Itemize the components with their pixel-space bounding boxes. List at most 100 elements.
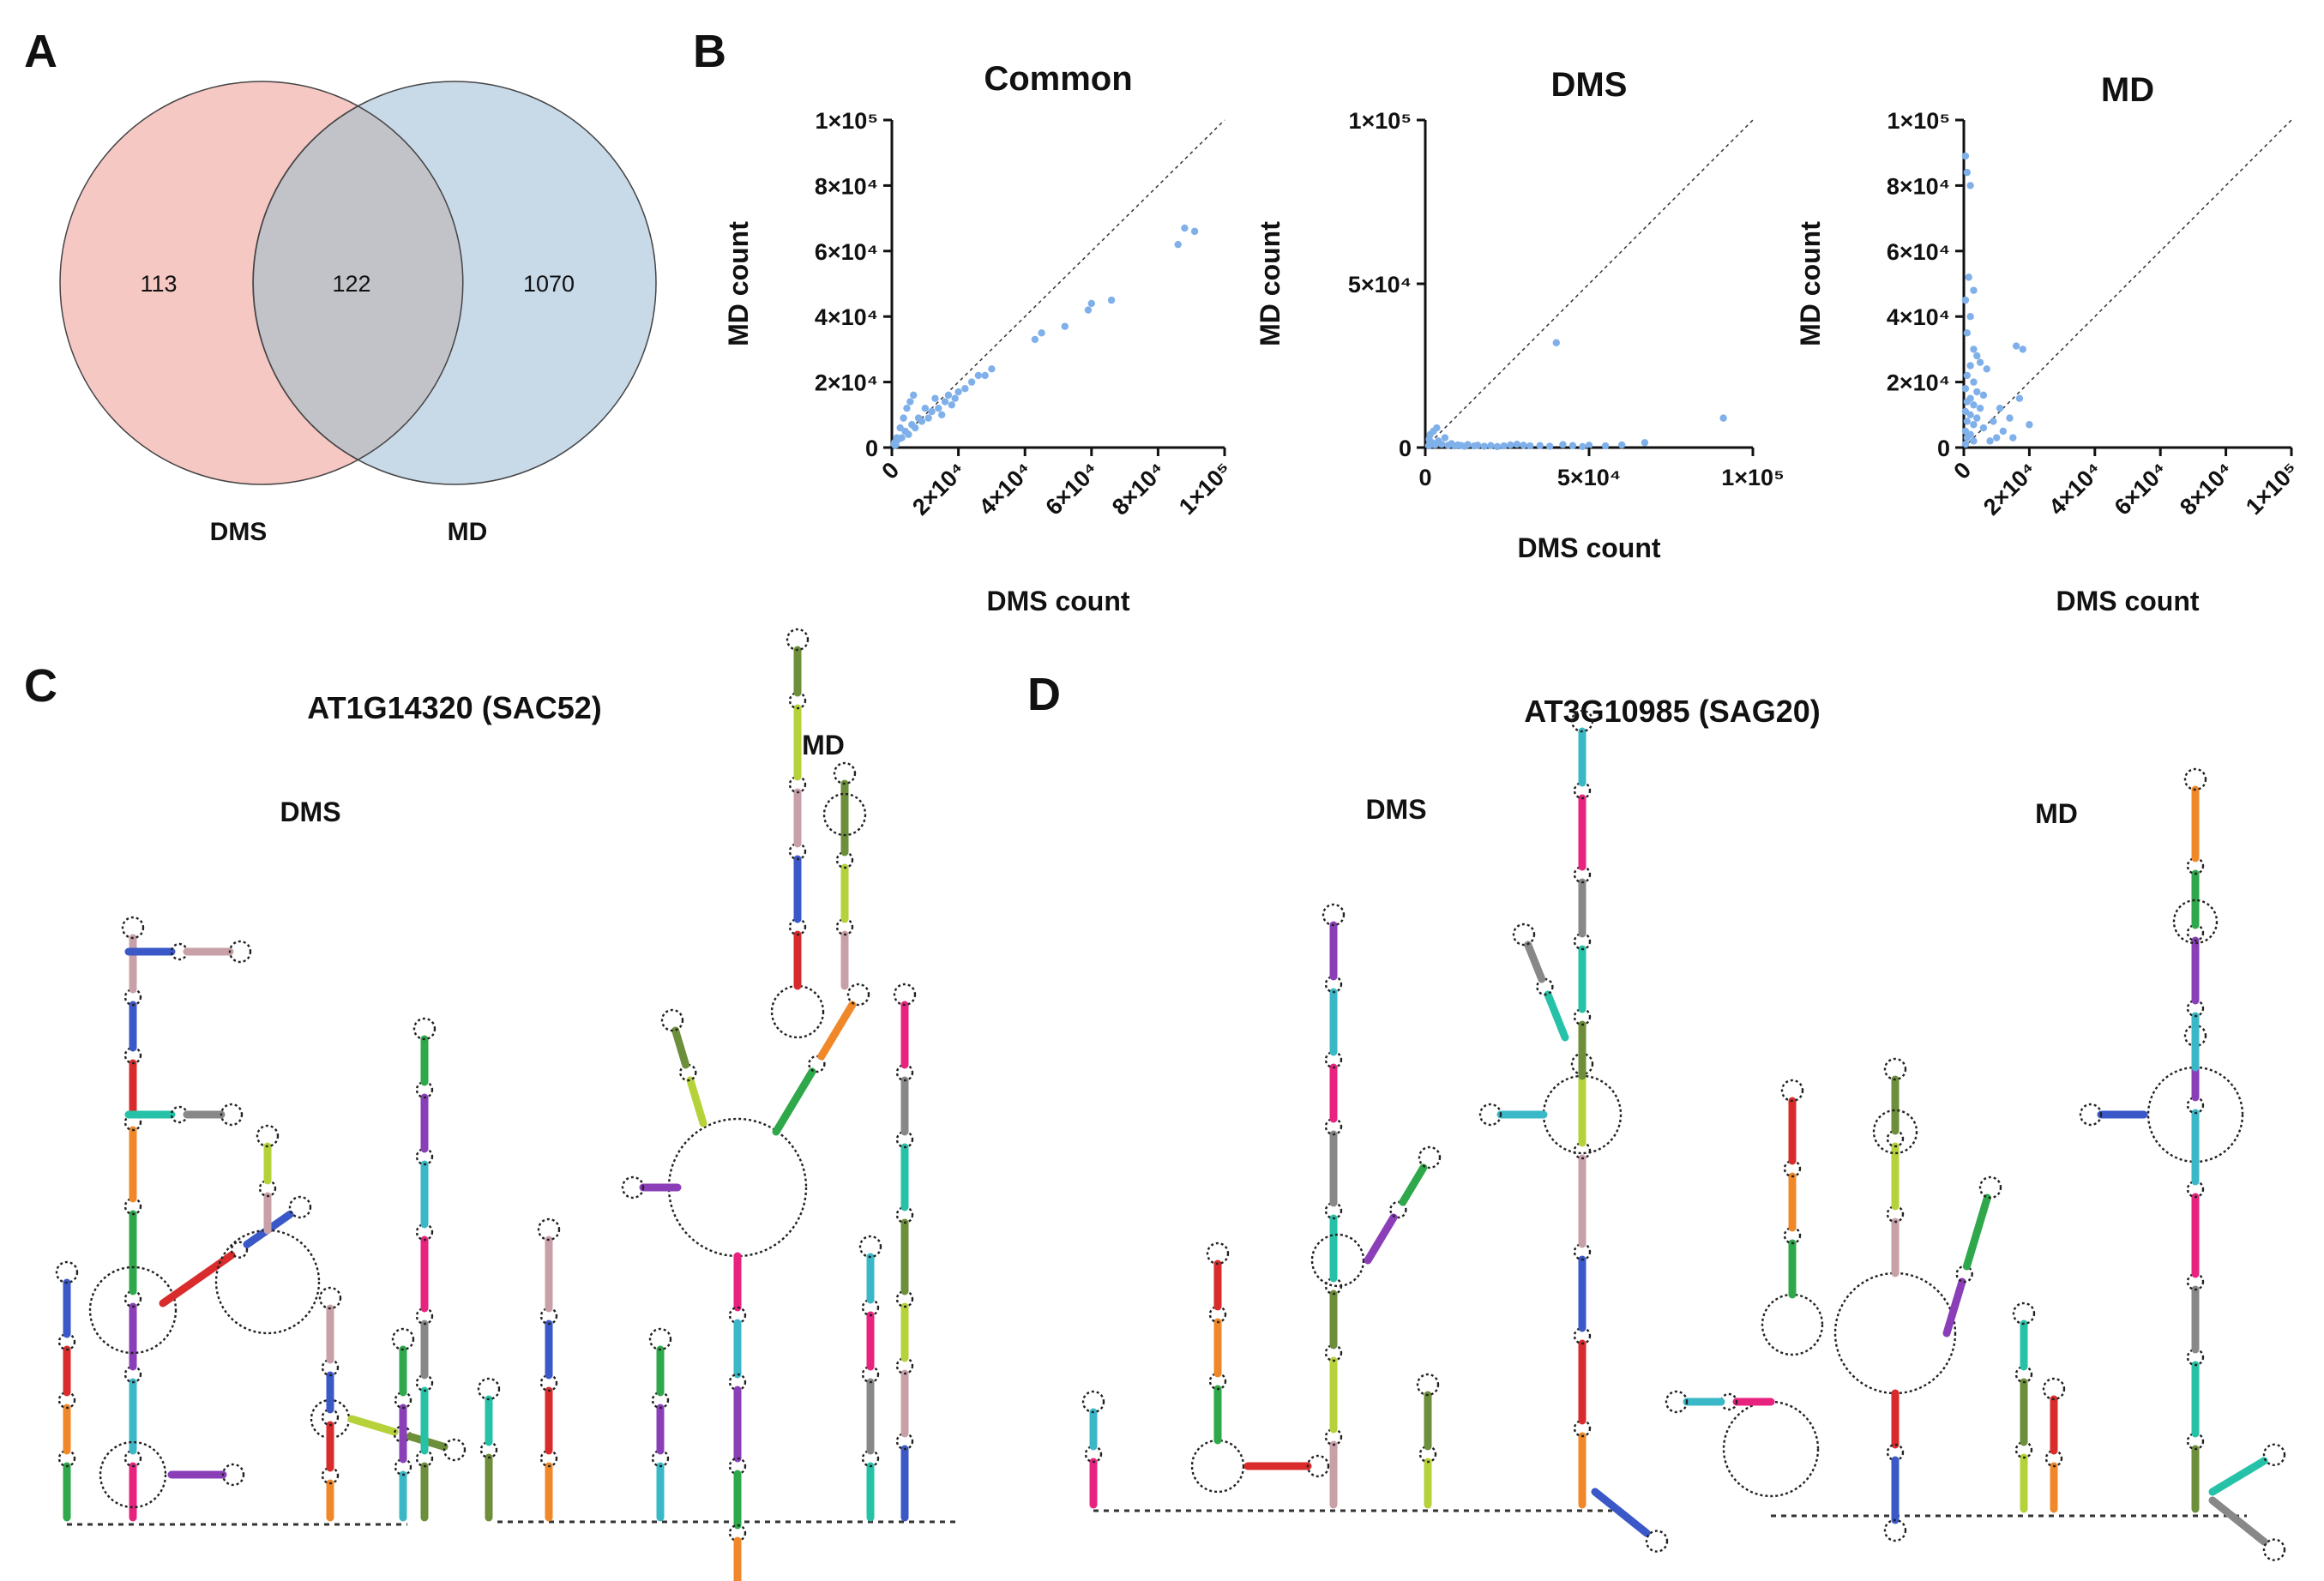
x-tick-label: 4×10⁴ xyxy=(974,457,1038,520)
loop xyxy=(220,1103,244,1127)
venn-left-count: 113 xyxy=(140,271,177,297)
data-point xyxy=(892,441,900,449)
venn-right-label: MD xyxy=(448,518,488,546)
data-point xyxy=(1999,427,2008,436)
data-point xyxy=(1500,442,1508,450)
data-point xyxy=(1979,424,1988,432)
data-point xyxy=(2019,346,2026,353)
data-point xyxy=(1487,442,1495,449)
x-tick-label: 4×10⁴ xyxy=(2044,457,2107,520)
data-point xyxy=(981,371,989,380)
data-point xyxy=(1601,442,1610,450)
loop xyxy=(822,792,867,837)
data-point xyxy=(898,434,906,442)
y-tick-label: 5×10⁴ xyxy=(1348,272,1412,298)
data-point xyxy=(1031,335,1039,344)
venn-left-label: DMS xyxy=(210,518,268,546)
loop xyxy=(412,1017,437,1041)
data-point xyxy=(2009,434,2017,442)
loop xyxy=(288,1195,312,1219)
loop xyxy=(1665,1390,1689,1414)
y-axis-label: MD count xyxy=(1795,221,1826,346)
data-point xyxy=(1966,182,1974,189)
rna-structure-d-md xyxy=(1665,767,2286,1561)
data-point xyxy=(1579,442,1586,451)
loop xyxy=(1206,1241,1230,1265)
loop xyxy=(537,1217,561,1241)
loop xyxy=(1883,1518,1907,1542)
helix-stem xyxy=(2208,1457,2268,1496)
venn-right-count: 1070 xyxy=(523,271,575,297)
data-point xyxy=(1970,346,1978,353)
helix-stem xyxy=(159,1251,236,1307)
loop xyxy=(2172,899,2219,945)
data-point xyxy=(951,394,959,402)
diagonal-line xyxy=(1963,119,2292,448)
data-point xyxy=(1174,240,1182,249)
data-point xyxy=(896,424,904,432)
rna-structure-c-dms xyxy=(55,916,467,1526)
data-point xyxy=(1963,371,1972,380)
data-point xyxy=(2006,414,2014,422)
data-point xyxy=(2015,394,2024,402)
loop xyxy=(1512,923,1536,947)
y-tick-label: 2×10⁴ xyxy=(1887,370,1950,396)
x-tick-label: 0 xyxy=(1418,465,1431,490)
y-tick-label: 0 xyxy=(1399,436,1412,461)
diagonal-line xyxy=(891,119,1225,448)
y-axis-label: MD count xyxy=(723,221,754,346)
helix-stem xyxy=(1524,941,1546,983)
loop xyxy=(1418,1145,1442,1169)
chart-title: DMS xyxy=(1551,66,1628,104)
loop xyxy=(88,1265,178,1355)
loop xyxy=(2262,1538,2286,1561)
data-point xyxy=(961,385,969,393)
data-point xyxy=(1970,286,1978,294)
panel-letter-d: D xyxy=(1027,669,1061,720)
venn-overlap-count: 122 xyxy=(332,271,370,297)
data-point xyxy=(935,404,942,412)
data-point xyxy=(1970,378,1978,386)
y-tick-label: 6×10⁴ xyxy=(1887,239,1950,265)
data-point xyxy=(1961,296,1970,304)
data-point xyxy=(910,391,918,400)
loop xyxy=(1761,1293,1824,1356)
y-tick-label: 1×10⁵ xyxy=(816,108,879,134)
data-point xyxy=(1061,322,1069,330)
data-point xyxy=(1973,388,1981,396)
data-point xyxy=(906,398,914,406)
loop xyxy=(318,1286,342,1310)
y-tick-label: 8×10⁴ xyxy=(815,173,878,199)
data-point xyxy=(1986,437,1994,445)
data-point xyxy=(938,411,946,418)
x-tick-label: 6×10⁴ xyxy=(1040,457,1104,520)
data-point xyxy=(1961,440,1970,448)
helix-stem xyxy=(2208,1496,2268,1546)
loop xyxy=(1872,1109,1918,1155)
data-point xyxy=(1425,436,1433,443)
structure-d-title: AT3G10985 (SAG20) xyxy=(1524,694,1820,729)
loop xyxy=(1322,903,1346,927)
loop xyxy=(228,940,252,964)
data-point xyxy=(1970,421,1978,429)
loop xyxy=(2079,1103,2103,1127)
loop xyxy=(2183,767,2207,791)
helix-stem xyxy=(671,1026,690,1069)
loop xyxy=(1719,1392,1738,1411)
helix-stem xyxy=(1399,1163,1428,1206)
loop xyxy=(660,1008,684,1032)
data-point xyxy=(1996,404,2004,412)
loop xyxy=(391,1327,415,1351)
data-point xyxy=(1441,434,1449,442)
data-point xyxy=(1973,414,1981,422)
x-axis-label: DMS count xyxy=(986,586,1129,616)
data-point xyxy=(1963,329,1972,337)
x-tick-label: 5×10⁴ xyxy=(1557,465,1621,490)
loop xyxy=(1190,1439,1245,1494)
data-point xyxy=(928,407,936,416)
data-point xyxy=(1961,385,1970,393)
x-tick-label: 2×10⁴ xyxy=(1978,457,2042,520)
loop xyxy=(858,1235,882,1259)
